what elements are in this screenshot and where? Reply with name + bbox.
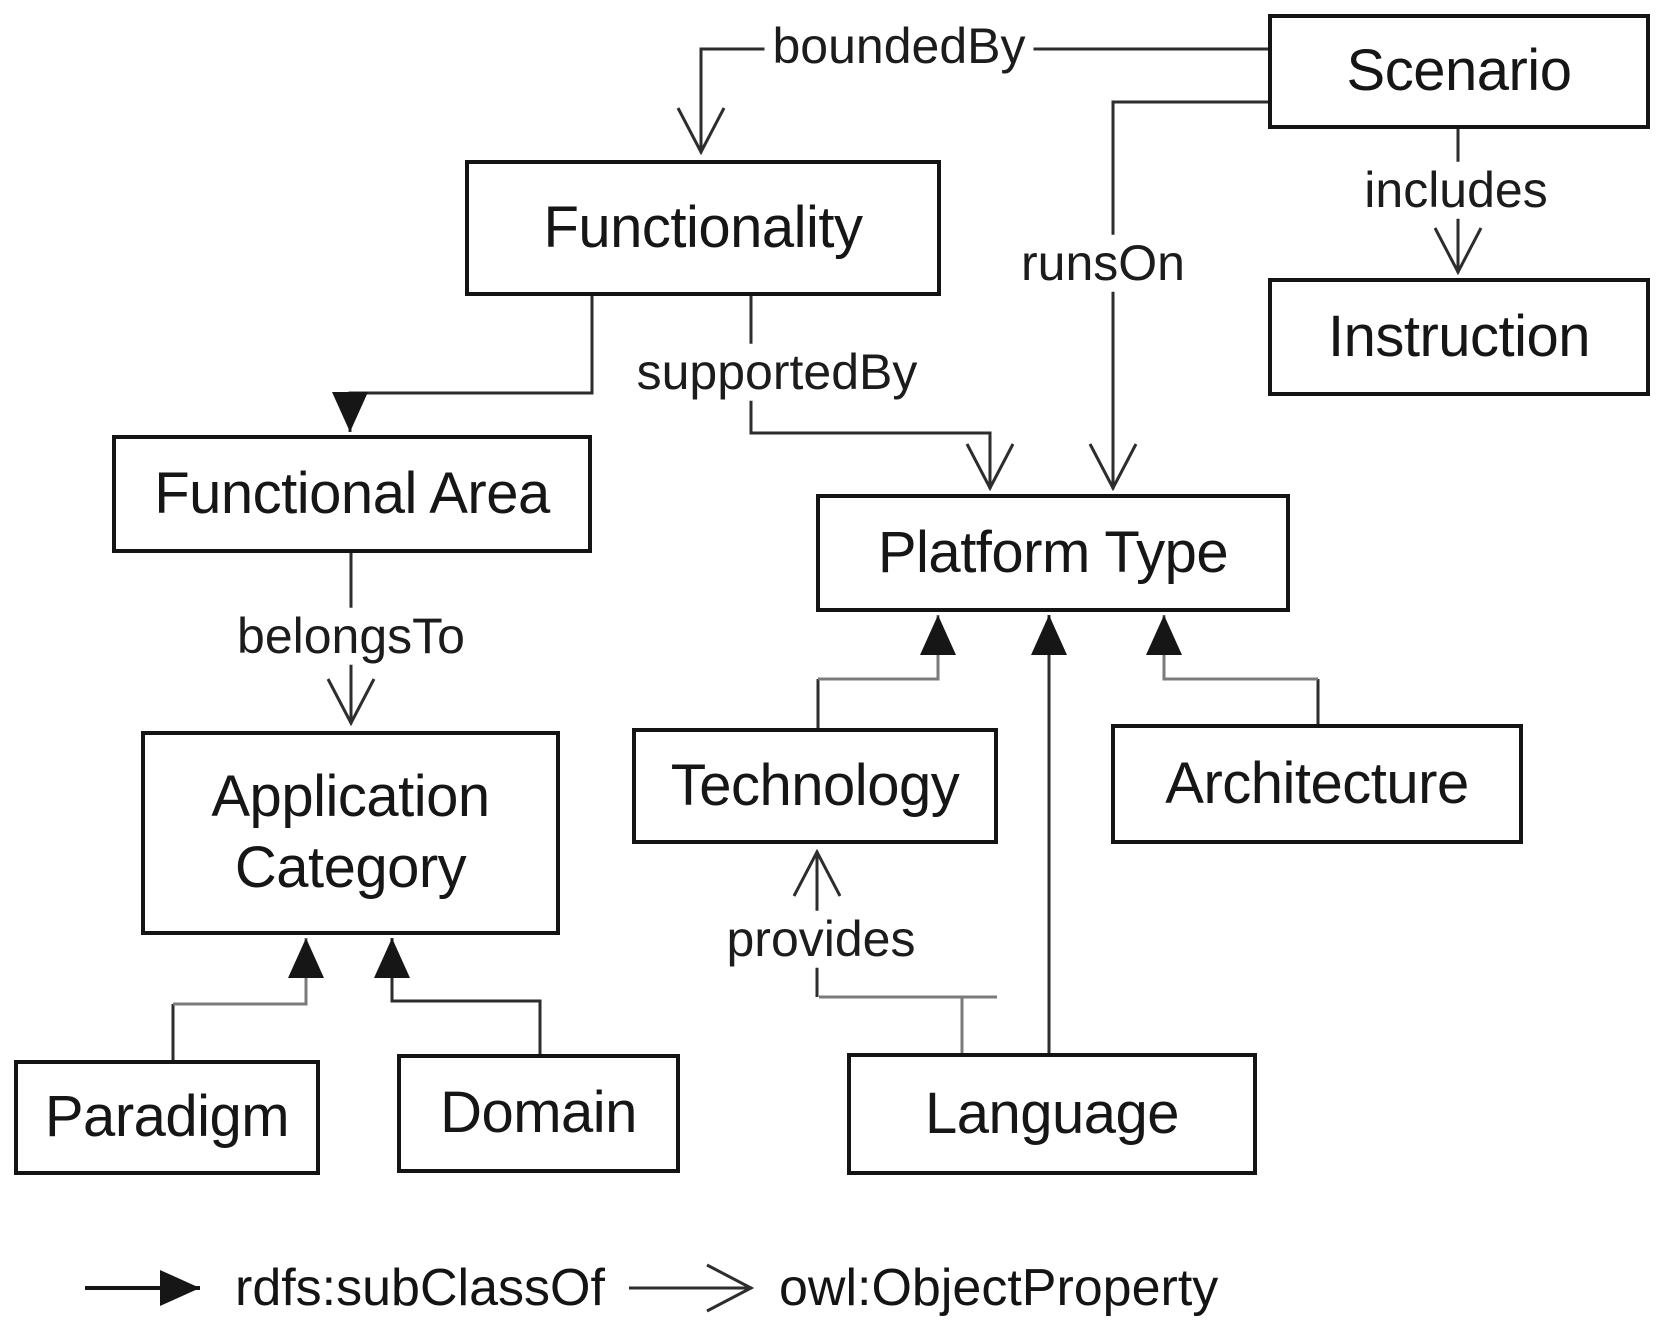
- node-instruction: Instruction: [1268, 278, 1650, 396]
- node-domain: Domain: [397, 1054, 680, 1173]
- connector-subclass-architecture: [1146, 615, 1318, 681]
- connector-subclass-functionality-functionalarea: [332, 296, 594, 432]
- connector-subclass-technology: [818, 615, 956, 681]
- node-application-category: Application Category: [141, 731, 560, 935]
- edge-label-includes: includes: [1356, 161, 1556, 219]
- node-scenario: Scenario: [1268, 14, 1650, 129]
- node-architecture: Architecture: [1111, 724, 1523, 844]
- node-functional-area: Functional Area: [112, 435, 592, 553]
- node-technology: Technology: [632, 728, 998, 844]
- node-paradigm: Paradigm: [14, 1060, 320, 1175]
- legend-subclassof-label: rdfs:subClassOf: [235, 1259, 605, 1317]
- legend-objectproperty-label: owl:ObjectProperty: [779, 1259, 1219, 1317]
- connector-boundedby: [676, 47, 1268, 156]
- connector-subclass-paradigm: [173, 938, 324, 1006]
- node-functionality: Functionality: [465, 160, 941, 296]
- edge-label-belongsto: belongsTo: [229, 607, 473, 665]
- connector-subclass-domain: [374, 938, 542, 1054]
- node-language: Language: [847, 1053, 1257, 1175]
- edge-label-supportedby: supportedBy: [628, 343, 926, 401]
- edge-label-runson: runsOn: [1013, 234, 1193, 292]
- connector-runson: [1088, 100, 1268, 492]
- edge-label-provides: provides: [718, 910, 924, 968]
- connector-provides-elbow: [819, 995, 997, 1053]
- node-platform-type: Platform Type: [816, 494, 1290, 612]
- edge-label-boundedby: boundedBy: [764, 17, 1034, 75]
